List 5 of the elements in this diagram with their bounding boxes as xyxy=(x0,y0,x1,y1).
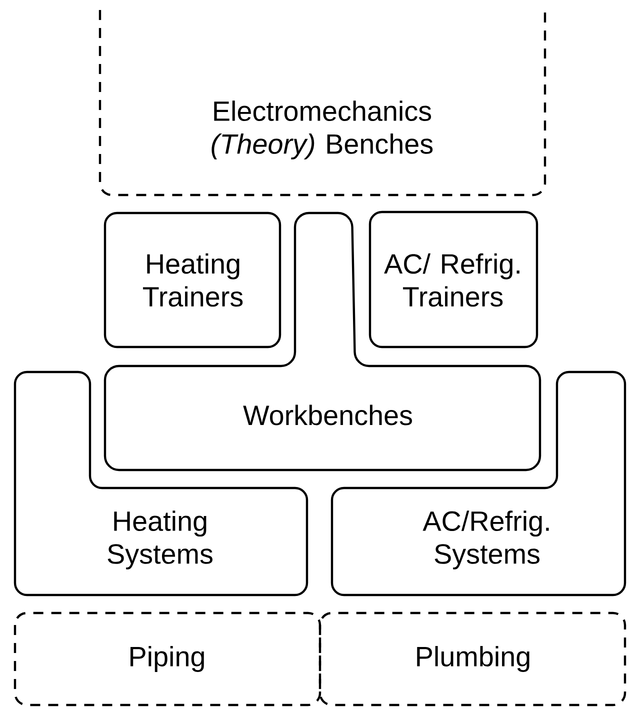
trainer-area: Heating Trainers xyxy=(104,212,282,348)
bench-area: Electromechanics (Theory) Benches xyxy=(98,10,546,196)
trainer-area: AC/ Refrig. Trainers xyxy=(368,210,538,348)
work-area: Plumbing xyxy=(318,612,626,706)
work-area: Piping xyxy=(14,612,322,706)
